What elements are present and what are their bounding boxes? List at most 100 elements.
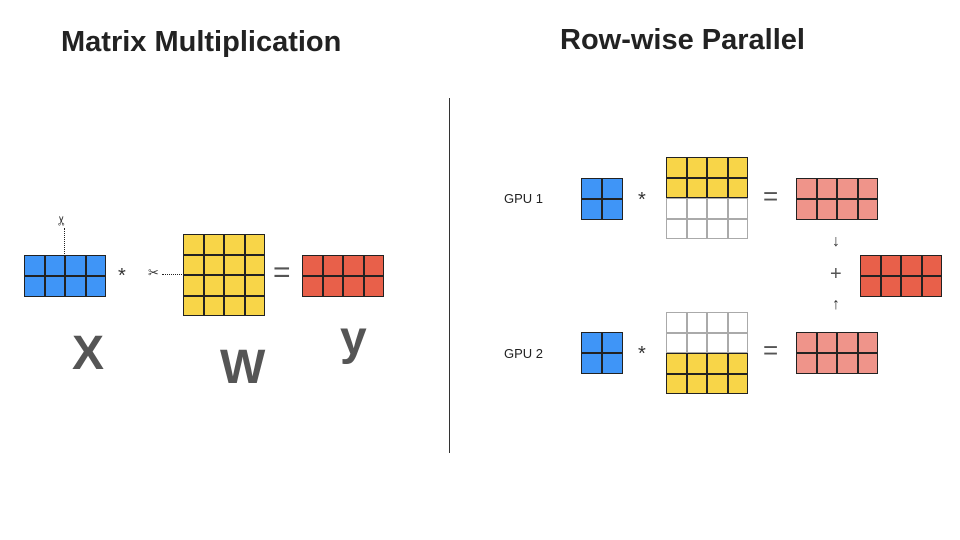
matrix-cell xyxy=(727,198,748,219)
down-arrow-icon: ↓ xyxy=(832,233,840,250)
matrix-cell xyxy=(44,255,65,276)
matrix-cell xyxy=(727,177,748,198)
matrix-cell xyxy=(602,199,623,220)
matrix-cell xyxy=(302,255,323,276)
matrix-cell xyxy=(707,332,728,353)
gpu2-input-matrix xyxy=(581,332,623,374)
gpu1-input-matrix xyxy=(581,178,623,220)
matrix-cell xyxy=(901,276,922,297)
matrix-cell xyxy=(224,234,245,255)
matrix-cell xyxy=(666,157,687,178)
matrix-cell xyxy=(686,177,707,198)
matrix-cell xyxy=(837,332,858,353)
matrix-cell xyxy=(816,353,837,374)
matrix-cell xyxy=(727,373,748,394)
matrix-cell xyxy=(707,312,728,333)
scissors-icon: ✂ xyxy=(53,215,69,226)
matrix-cell xyxy=(224,295,245,316)
gpu1-weight-matrix xyxy=(666,157,748,239)
matrix-cell xyxy=(244,254,265,275)
plus-operator: + xyxy=(830,263,842,285)
matrix-cell xyxy=(857,199,878,220)
cut-line-horizontal xyxy=(162,274,182,275)
matrix-cell xyxy=(707,218,728,239)
matrix-cell xyxy=(203,275,224,296)
matrix-w xyxy=(183,234,265,316)
matrix-cell xyxy=(224,275,245,296)
matrix-cell xyxy=(796,178,817,199)
matrix-cell xyxy=(183,275,204,296)
matrix-cell xyxy=(244,234,265,255)
gpu1-multiply-operator: * xyxy=(638,189,646,211)
matrix-cell xyxy=(322,276,343,297)
matrix-cell xyxy=(244,275,265,296)
matrix-cell xyxy=(857,332,878,353)
matrix-cell xyxy=(727,332,748,353)
matrix-cell xyxy=(85,276,106,297)
matrix-cell xyxy=(602,332,623,353)
gpu2-label: GPU 2 xyxy=(504,346,544,361)
matrix-cell xyxy=(203,295,224,316)
matrix-cell xyxy=(727,312,748,333)
gpu2-weight-matrix xyxy=(666,312,748,394)
matrix-cell xyxy=(860,255,881,276)
matrix-cell xyxy=(666,177,687,198)
matrix-x xyxy=(24,255,106,297)
matrix-cell xyxy=(203,234,224,255)
matrix-cell xyxy=(837,178,858,199)
matrix-cell xyxy=(581,178,602,199)
matrix-cell xyxy=(880,276,901,297)
matrix-cell xyxy=(363,276,384,297)
matrix-cell xyxy=(302,276,323,297)
matrix-cell xyxy=(343,255,364,276)
matrix-cell xyxy=(707,353,728,374)
matrix-cell xyxy=(666,332,687,353)
matrix-cell xyxy=(581,353,602,374)
matrix-cell xyxy=(85,255,106,276)
label-x: X xyxy=(72,327,105,380)
matrix-cell xyxy=(24,276,45,297)
matrix-cell xyxy=(816,178,837,199)
matrix-cell xyxy=(65,255,86,276)
gpu2-equals-operator: = xyxy=(763,335,779,365)
row-wise-parallel-title: Row-wise Parallel xyxy=(560,24,805,56)
matrix-cell xyxy=(816,199,837,220)
matrix-cell xyxy=(183,234,204,255)
matrix-cell xyxy=(686,353,707,374)
matrix-cell xyxy=(727,157,748,178)
matrix-cell xyxy=(24,255,45,276)
matrix-cell xyxy=(921,255,942,276)
matrix-cell xyxy=(343,276,364,297)
matrix-cell xyxy=(727,218,748,239)
matrix-cell xyxy=(686,218,707,239)
matrix-cell xyxy=(686,312,707,333)
gpu2-partial-result xyxy=(796,332,878,374)
matrix-cell xyxy=(796,199,817,220)
scissors-icon: ✂ xyxy=(148,265,159,280)
matrix-cell xyxy=(860,276,881,297)
matrix-cell xyxy=(857,353,878,374)
matrix-y xyxy=(302,255,384,297)
gpu1-partial-result xyxy=(796,178,878,220)
matrix-cell xyxy=(363,255,384,276)
multiply-operator: * xyxy=(118,265,126,287)
matrix-cell xyxy=(901,255,922,276)
matrix-cell xyxy=(707,198,728,219)
gpu2-multiply-operator: * xyxy=(638,343,646,365)
matrix-cell xyxy=(686,373,707,394)
matrix-cell xyxy=(44,276,65,297)
matrix-cell xyxy=(183,254,204,275)
matrix-cell xyxy=(686,198,707,219)
matrix-cell xyxy=(666,198,687,219)
matrix-cell xyxy=(581,199,602,220)
matrix-cell xyxy=(796,332,817,353)
matrix-cell xyxy=(65,276,86,297)
cut-line-vertical xyxy=(64,228,65,254)
matrix-cell xyxy=(686,157,707,178)
matrix-cell xyxy=(666,312,687,333)
matrix-cell xyxy=(707,157,728,178)
matrix-cell xyxy=(183,295,204,316)
matrix-cell xyxy=(707,177,728,198)
matrix-cell xyxy=(880,255,901,276)
up-arrow-icon: ↑ xyxy=(832,296,840,313)
